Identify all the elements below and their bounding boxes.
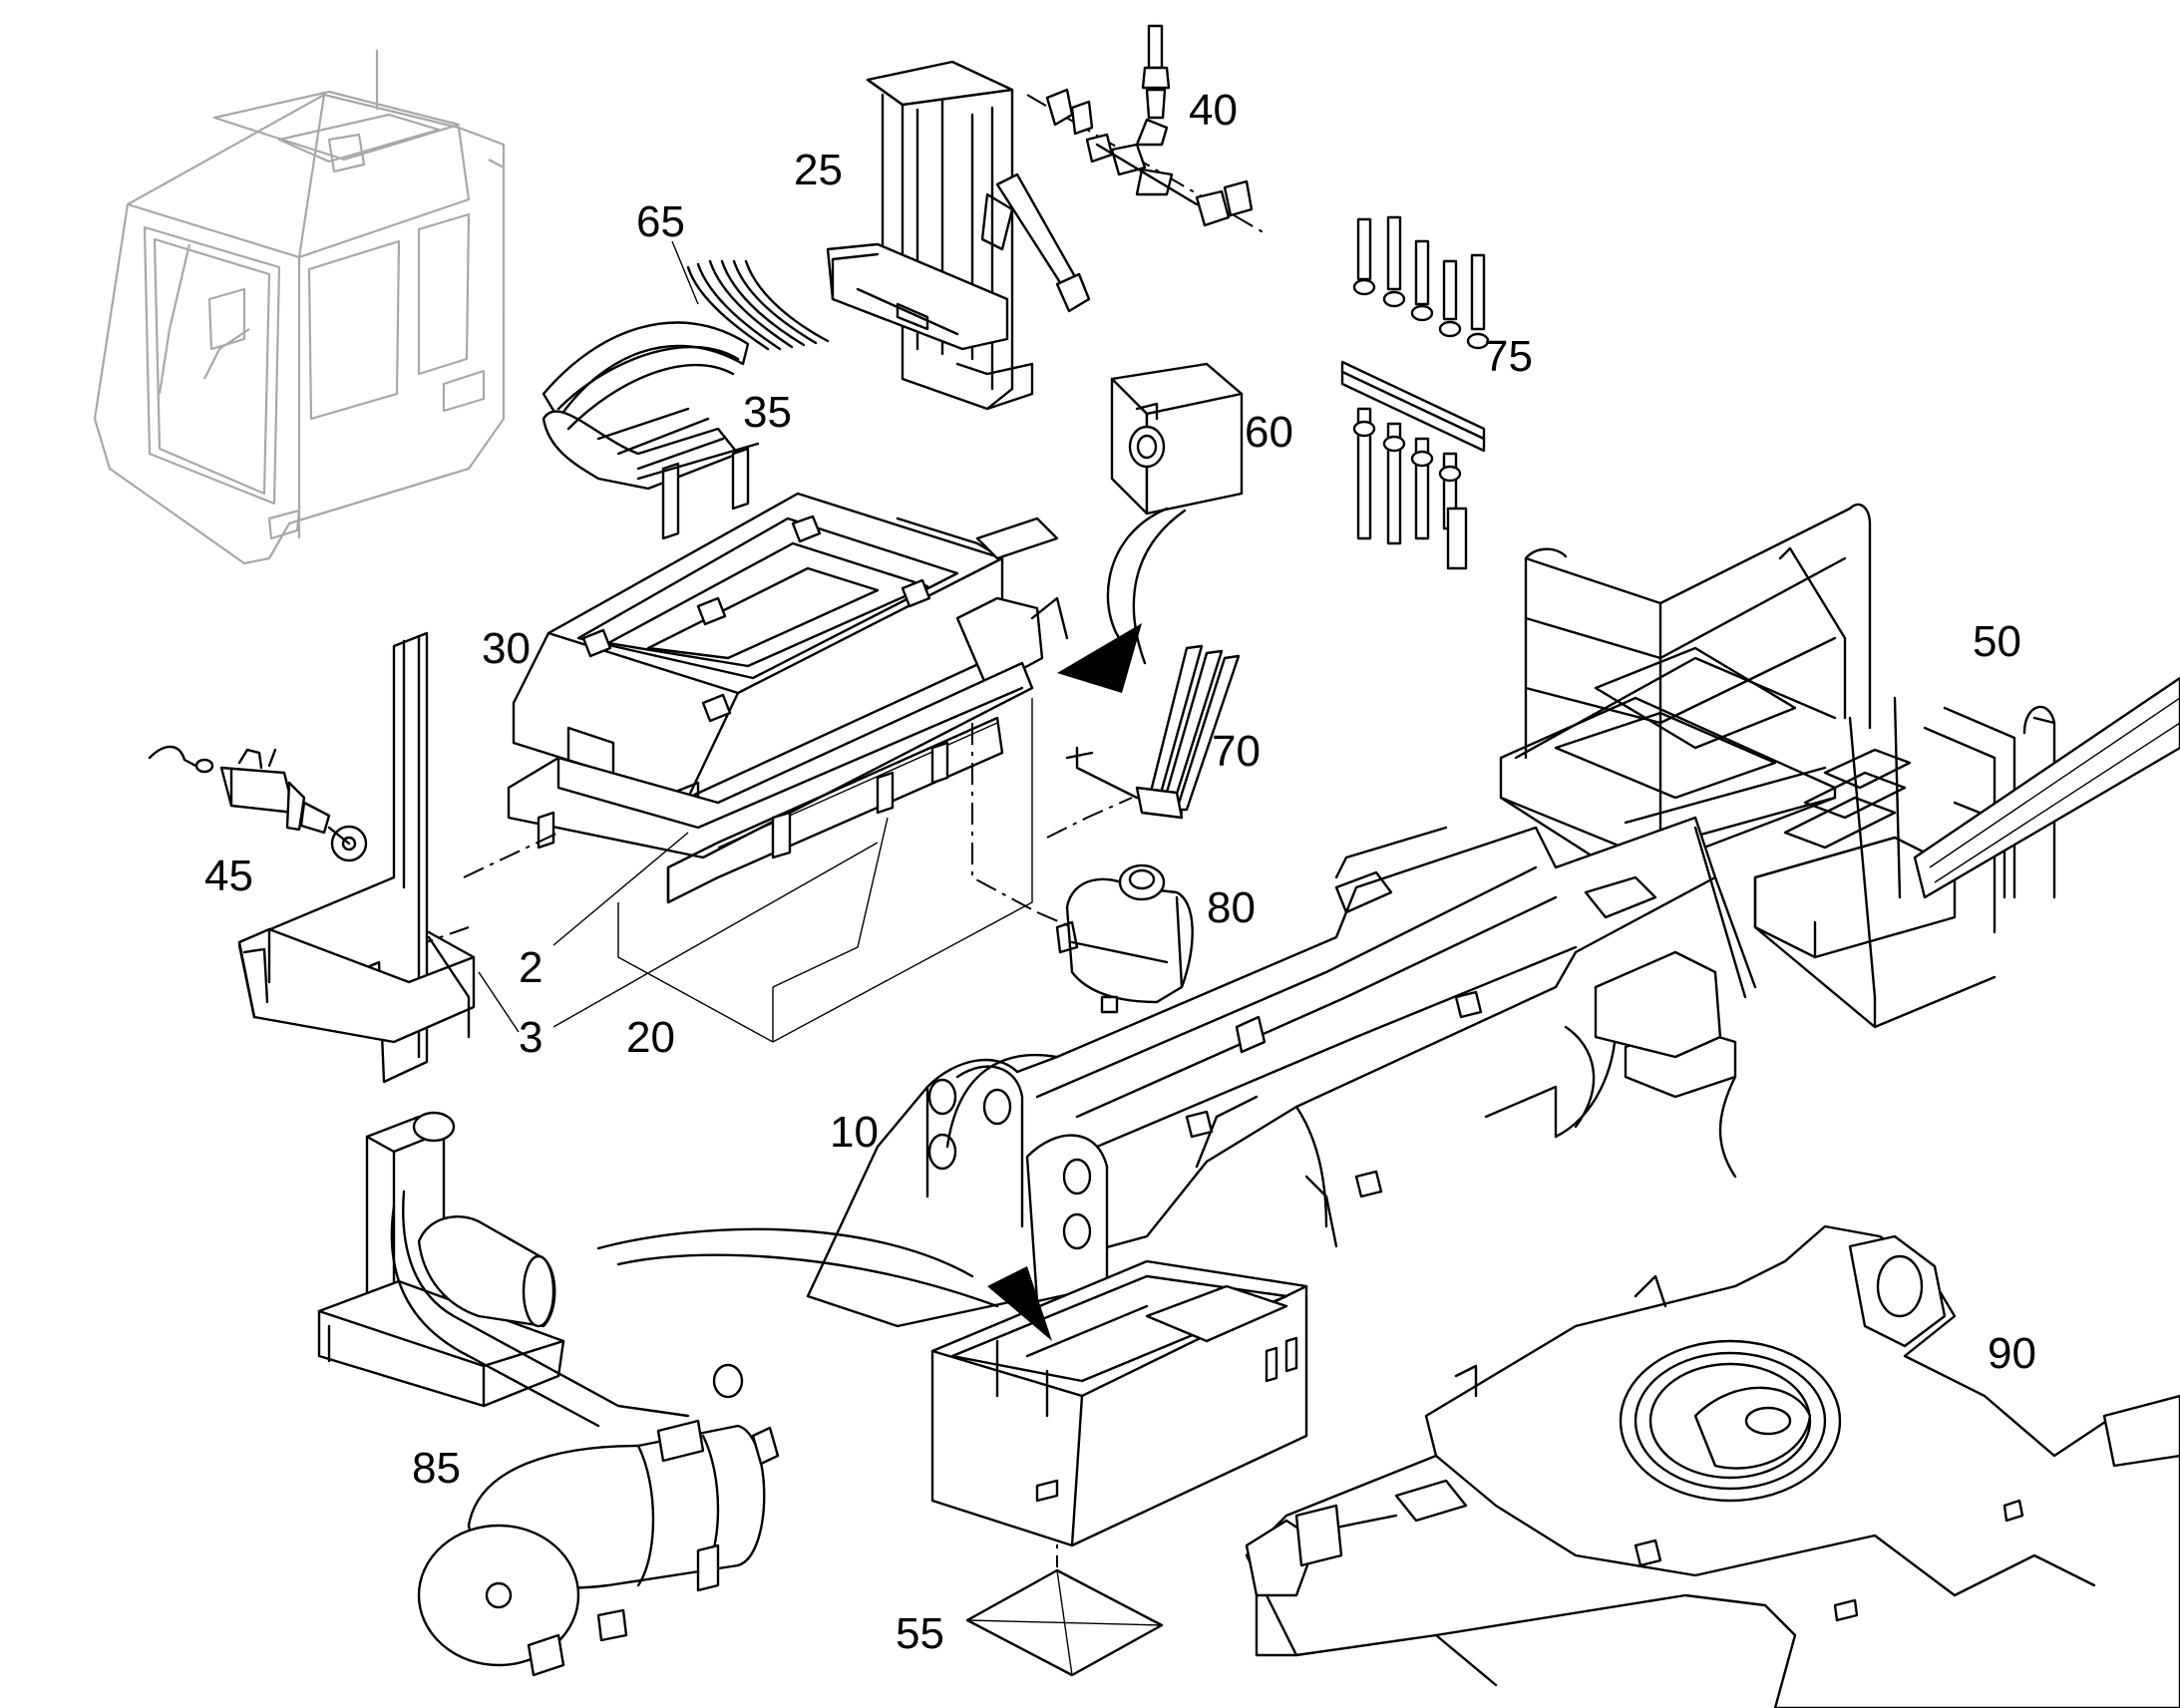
label-90: 90: [1988, 1329, 2036, 1378]
label-2: 2: [519, 943, 543, 992]
part-20-lower-tray[interactable]: [507, 661, 1034, 904]
walkway-strip: [1913, 676, 2180, 899]
label-80: 80: [1207, 883, 1256, 932]
part-30-battery-frame[interactable]: [512, 492, 1069, 805]
part-35-cable-carrier[interactable]: [542, 321, 760, 540]
fittings-upper: [1352, 215, 1490, 350]
part-70-hose-set[interactable]: [1065, 644, 1241, 820]
part-3-bracket-column[interactable]: [237, 631, 476, 1084]
part-75-fitting-set[interactable]: [1340, 215, 1490, 570]
part-40-hose-fittings[interactable]: [1026, 24, 1268, 235]
part-55-base-plate[interactable]: [965, 1516, 1164, 1677]
part-80-expansion-tank[interactable]: [1055, 863, 1194, 1014]
part-10-main-frame[interactable]: [806, 816, 1757, 1328]
label-25: 25: [794, 146, 843, 194]
part-25-lift-frame[interactable]: [826, 60, 1091, 411]
battery-box[interactable]: [930, 1259, 1308, 1547]
label-10: 10: [830, 1108, 879, 1157]
part-60-junction-box[interactable]: [1057, 362, 1244, 693]
part-90-undercarriage[interactable]: [1245, 1224, 2180, 1708]
label-30: 30: [482, 624, 531, 673]
callout-labels: 2 3 10 20 25 30 35 40 45 50 55 60 65 70 …: [204, 86, 2036, 1658]
label-50: 50: [1973, 617, 2021, 666]
part-50-platform-stairs[interactable]: [1499, 503, 2180, 1029]
label-60: 60: [1245, 408, 1293, 457]
label-85: 85: [412, 1444, 461, 1493]
part-65-cable-bundle[interactable]: [686, 259, 830, 351]
label-20: 20: [626, 1013, 675, 1062]
label-70: 70: [1212, 727, 1261, 776]
part-45-solenoid[interactable]: [148, 745, 368, 862]
fittings-lower: [1352, 407, 1468, 570]
label-65: 65: [636, 197, 685, 246]
stairs: [1753, 696, 2056, 1029]
label-55: 55: [896, 1609, 944, 1658]
label-3: 3: [519, 1013, 543, 1062]
label-40: 40: [1189, 86, 1238, 135]
part-85-air-tank[interactable]: [317, 1111, 780, 1677]
pointer-arc-10: [596, 1227, 1052, 1341]
leader-lines: [478, 240, 879, 1033]
operator-cab[interactable]: [93, 50, 506, 565]
label-35: 35: [743, 388, 792, 437]
label-45: 45: [204, 852, 253, 900]
label-75: 75: [1484, 332, 1533, 381]
